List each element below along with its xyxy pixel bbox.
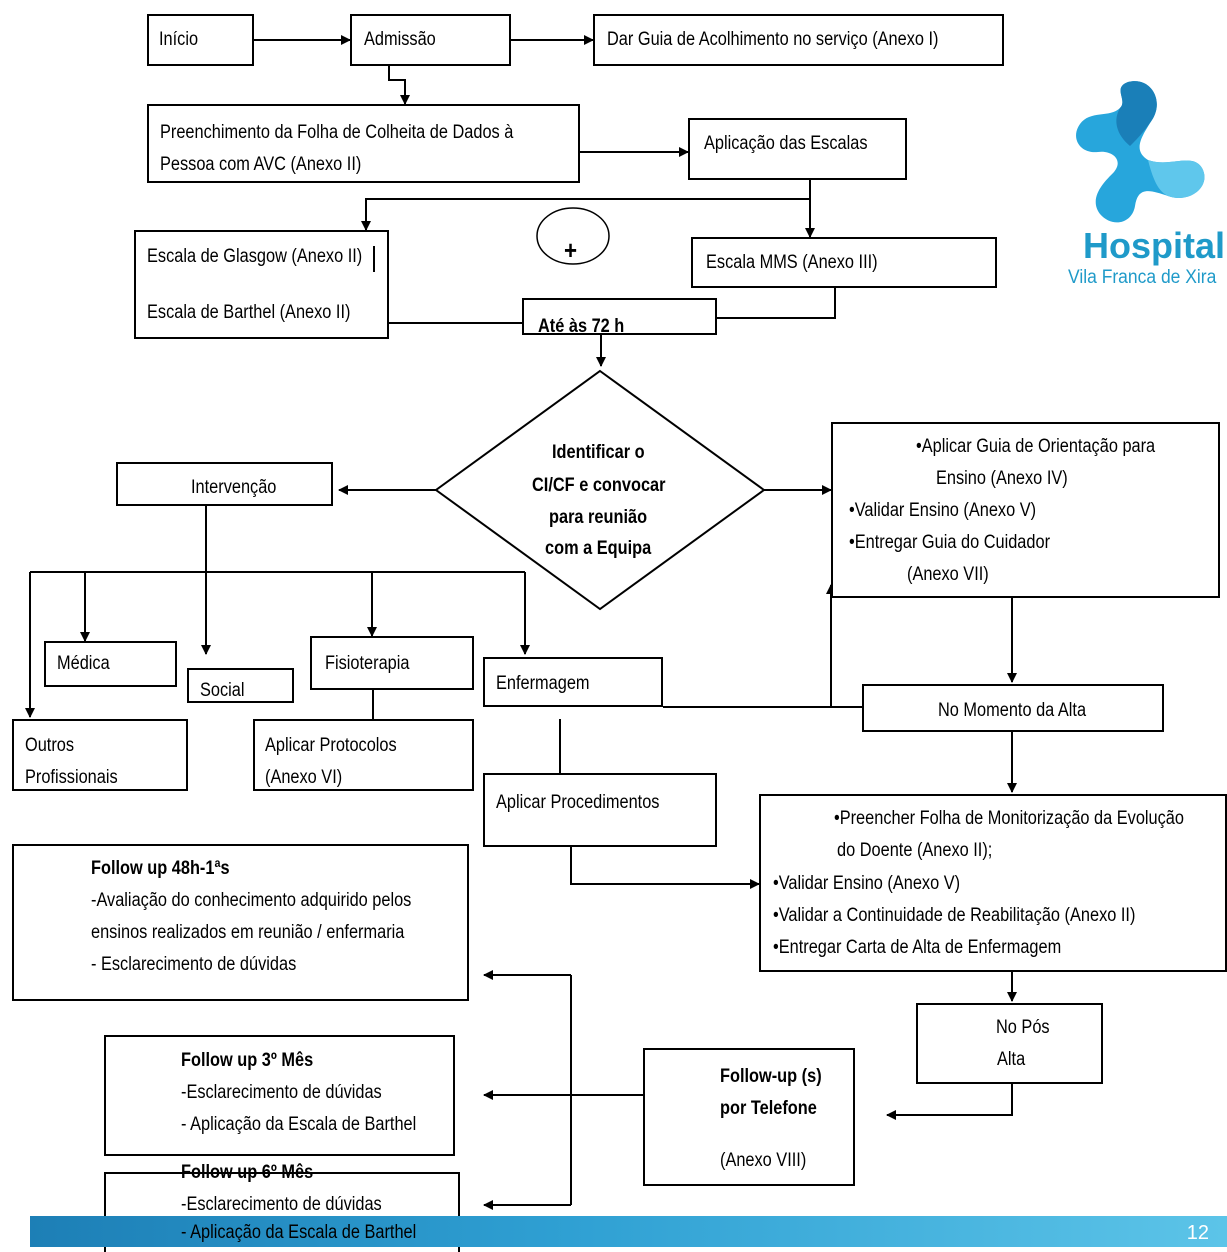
admissao-box: [350, 14, 511, 66]
procedimentos-label: Aplicar Procedimentos: [496, 792, 660, 813]
protocolos-box: [253, 719, 474, 791]
outros-label-1: Outros: [25, 735, 75, 756]
aplicacao-escalas-box: [688, 118, 907, 180]
decision-label-3: para reunião: [549, 507, 648, 528]
intervencao-label: Intervenção: [191, 477, 277, 498]
fu6-label-1: Follow up 6º Mês: [181, 1162, 314, 1183]
alta-label-5: •Entregar Carta de Alta de Enfermagem: [773, 937, 1062, 958]
mms-label: Escala MMS (Anexo III): [706, 252, 878, 273]
enfermagem-box: [483, 657, 663, 707]
fu48-label-3: ensinos realizados em reunião / enfermar…: [91, 922, 405, 943]
protocolos-label-2: (Anexo VI): [265, 767, 343, 788]
alta-label-2: do Doente (Anexo II);: [837, 840, 993, 861]
preenchimento-label-2: Pessoa com AVC (Anexo II): [160, 154, 362, 175]
plus-circle: [536, 207, 610, 265]
social-label: Social: [200, 680, 245, 701]
alta-box: [759, 794, 1227, 972]
preenchimento-box: [147, 104, 580, 183]
hospital-logo-mark: [1076, 81, 1205, 223]
hospital-logo-name: Hospital: [1083, 225, 1226, 266]
arrow-admissao-preenchimento: [388, 66, 410, 105]
social-box: [187, 668, 294, 703]
barthel-label: Escala de Barthel (Anexo II): [147, 302, 351, 323]
fu48-label-1: Follow up 48h-1ªs: [91, 858, 230, 879]
fu48-label-4: - Esclarecimento de dúvidas: [91, 954, 297, 975]
line-mms-72h: [717, 288, 836, 319]
momento-alta-label: No Momento da Alta: [938, 700, 1087, 721]
fu6-label-2: -Esclarecimento de dúvidas: [181, 1194, 382, 1215]
intervencao-box: [116, 462, 333, 506]
alta-label-3: •Validar Ensino (Anexo V): [773, 873, 961, 894]
fu3-box: [104, 1035, 455, 1156]
mms-box: [691, 237, 997, 288]
ensino-box: [831, 422, 1220, 598]
ensino-label-4: •Entregar Guia do Cuidador: [849, 532, 1051, 553]
decision-label-1: Identificar o: [552, 442, 645, 463]
footer-bar: [30, 1216, 1227, 1247]
telefone-label-3: (Anexo VIII): [720, 1150, 807, 1171]
decision-label-2: CI/CF e convocar: [532, 475, 666, 496]
fu48-box: [12, 844, 469, 1001]
telefone-box: [643, 1048, 855, 1186]
ensino-label-3: •Validar Ensino (Anexo V): [849, 500, 1037, 521]
ensino-label-1: •Aplicar Guia de Orientação para: [916, 436, 1156, 457]
telefone-label-1: Follow-up (s): [720, 1066, 822, 1087]
protocolos-label-1: Aplicar Protocolos: [265, 735, 397, 756]
arrow-escalas-glasgow: [361, 180, 811, 231]
decision-label-4: com a Equipa: [545, 538, 652, 559]
decision-diamond: [434, 369, 766, 611]
ate-72h-label: Até às 72 h: [538, 316, 625, 337]
telefone-label-2: por Telefone: [720, 1098, 817, 1119]
preenchimento-label-1: Preenchimento da Folha de Colheita de Da…: [160, 122, 514, 143]
ate-72h-box: [522, 298, 717, 335]
outros-box: [12, 719, 188, 791]
procedimentos-box: [483, 773, 717, 847]
fu3-label-3: - Aplicação da Escala de Barthel: [181, 1114, 417, 1135]
inicio-box: [147, 14, 254, 66]
outros-label-2: Profissionais: [25, 767, 118, 788]
ensino-label-2: Ensino (Anexo IV): [936, 468, 1068, 489]
admissao-label: Admissão: [364, 29, 436, 50]
fisioterapia-box: [310, 636, 474, 690]
glasgow-label: Escala de Glasgow (Anexo II): [147, 246, 363, 267]
ensino-label-5: (Anexo VII): [907, 564, 989, 585]
medica-label: Médica: [57, 653, 110, 674]
enfermagem-label: Enfermagem: [496, 673, 590, 694]
inicio-label: Início: [159, 29, 199, 50]
plus-label: +: [564, 235, 578, 265]
fu3-label-1: Follow up 3º Mês: [181, 1050, 314, 1071]
pos-alta-box: [916, 1003, 1103, 1084]
alta-label-1: •Preencher Folha de Monitorização da Evo…: [834, 808, 1184, 829]
page-number: 12: [1186, 1222, 1209, 1244]
guia-acolhimento-label: Dar Guia de Acolhimento no serviço (Anex…: [607, 29, 939, 50]
fu48-label-2: -Avaliação do conhecimento adquirido pel…: [91, 890, 412, 911]
fu6-label-3: - Aplicação da Escala de Barthel: [181, 1222, 417, 1243]
pos-alta-label-2: Alta: [997, 1049, 1026, 1070]
glasgow-barthel-box: [134, 230, 389, 339]
arrow-posalta-telefone: [886, 1084, 1013, 1120]
aplicacao-escalas-label: Aplicação das Escalas: [704, 133, 868, 154]
pos-alta-label-1: No Pós: [996, 1017, 1050, 1038]
text-cursor: [373, 246, 375, 272]
alta-label-4: •Validar a Continuidade de Reabilitação …: [773, 905, 1136, 926]
medica-box: [44, 641, 177, 687]
fisioterapia-label: Fisioterapia: [325, 653, 410, 674]
arrow-procedimentos-altabox: [570, 847, 760, 889]
hospital-logo-subtitle: Vila Franca de Xira: [1068, 267, 1217, 288]
guia-acolhimento-box: [593, 14, 1004, 66]
momento-alta-box: [862, 684, 1164, 732]
fu3-label-2: -Esclarecimento de dúvidas: [181, 1082, 382, 1103]
